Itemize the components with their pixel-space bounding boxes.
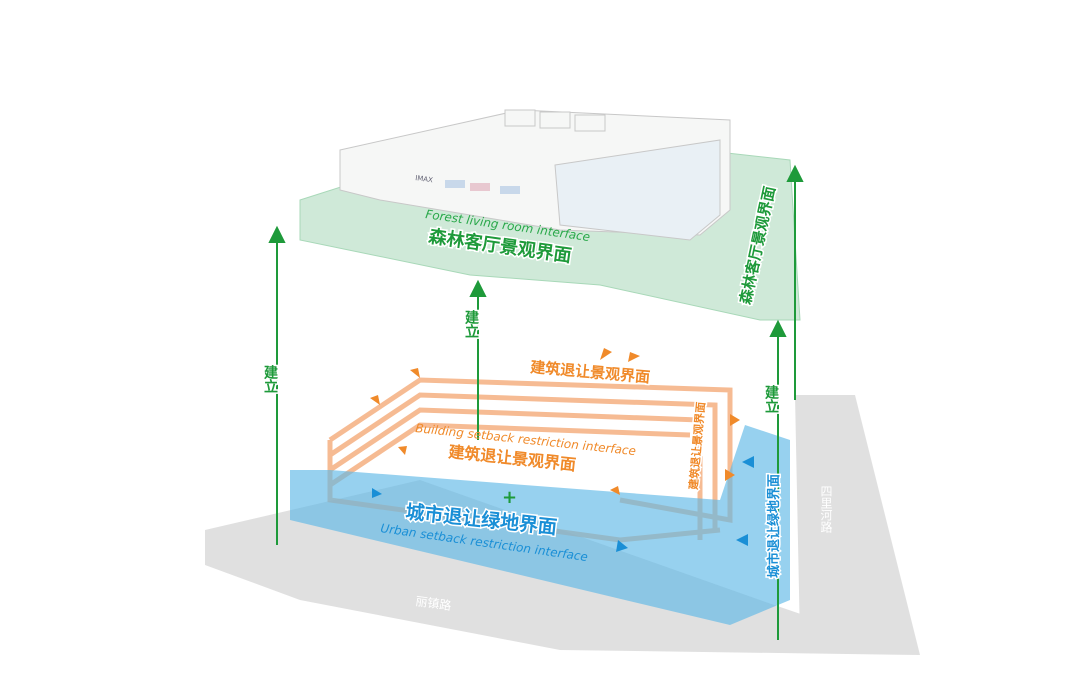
establish-label-left: 建立: [262, 364, 278, 393]
blue-arrows: [372, 456, 754, 552]
road-label-bottom: 丽镇路: [415, 593, 453, 613]
plus-icon: +: [502, 487, 517, 508]
road-label-right: 四里河路: [819, 485, 833, 534]
urban-setback-block: [290, 425, 790, 625]
imax-sign: IMAX: [415, 174, 434, 184]
orange-arrows: [370, 348, 740, 495]
urban-interface-side-cn: 城市退让绿地界面: [766, 474, 782, 578]
establish-label-center: 建立: [463, 309, 479, 338]
mall-building: [339, 109, 731, 241]
road-right: [795, 395, 920, 655]
building-side-cn: 建筑退让景观界面: [686, 401, 708, 490]
establish-arrows: [268, 164, 804, 640]
establish-label-right: 建立: [763, 384, 779, 413]
